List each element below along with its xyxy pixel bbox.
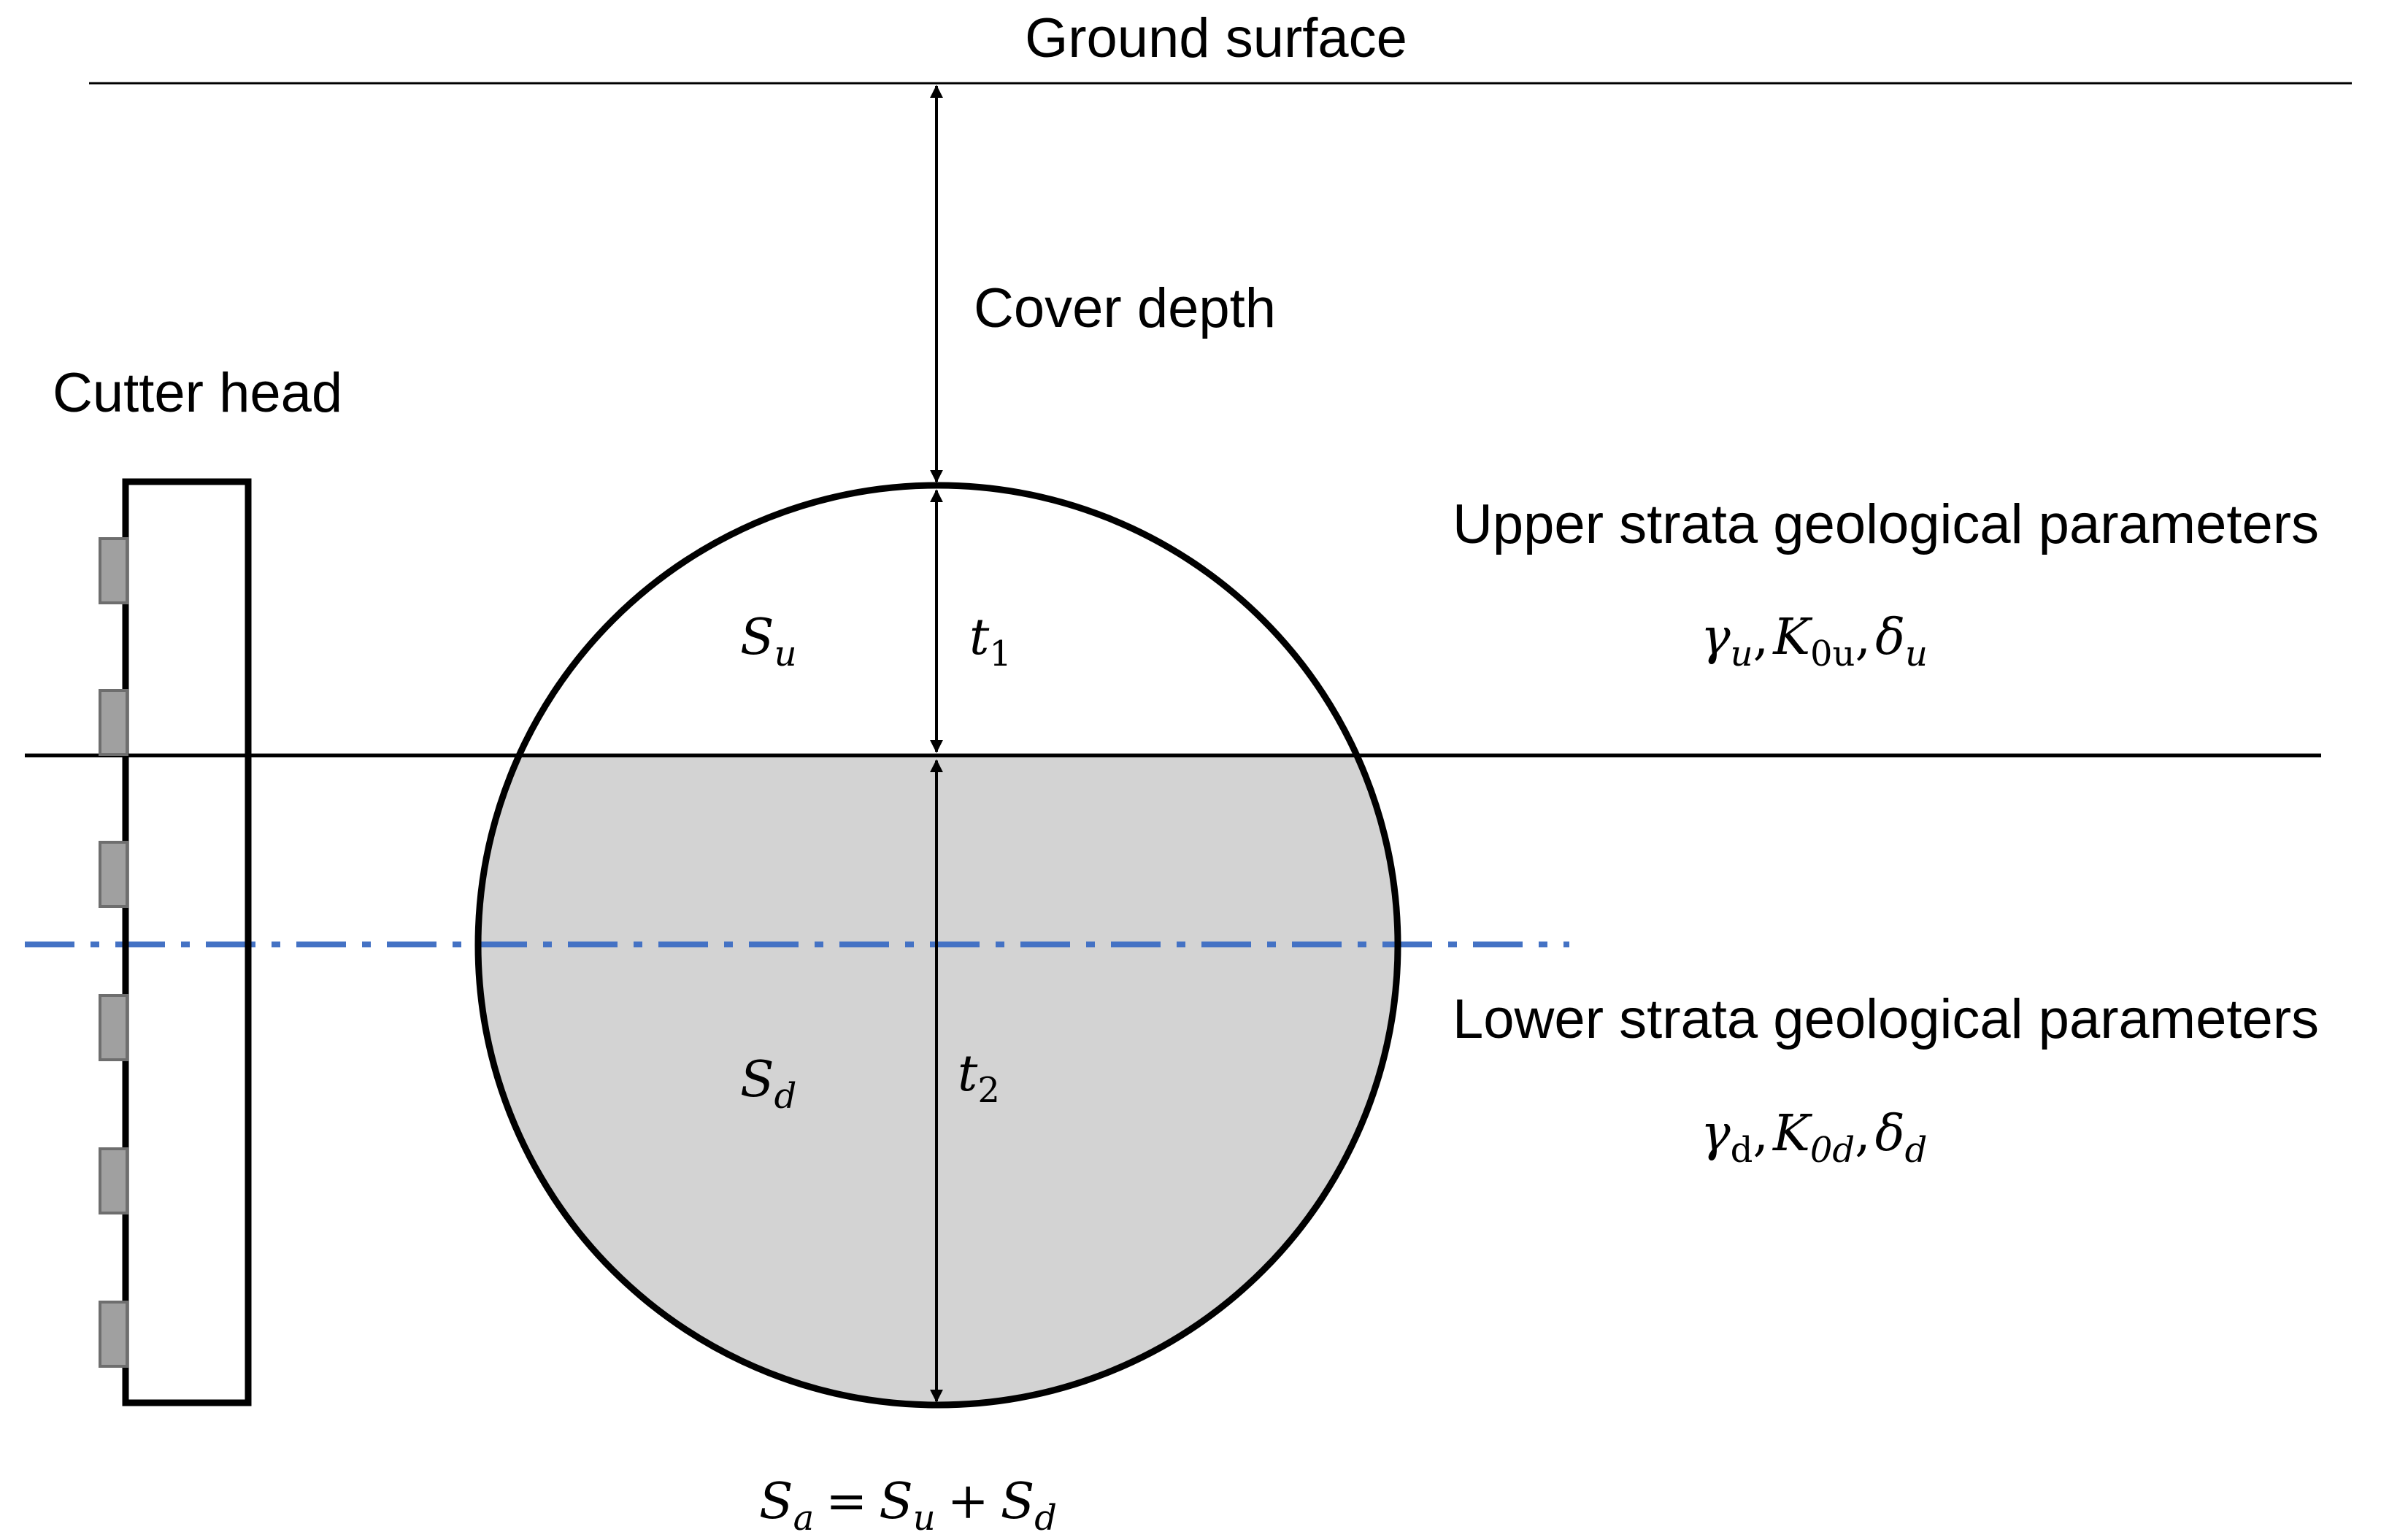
- upper-area-symbol: Su: [740, 609, 797, 674]
- tunnel-cross-section: [474, 482, 1401, 1409]
- cutter-tool-icon: [99, 994, 128, 1061]
- cover-depth-label: Cover depth: [974, 277, 1276, 339]
- lower-area-symbol: Sd: [740, 1051, 796, 1117]
- cutter-tool-icon: [99, 689, 128, 756]
- t1-symbol: t1: [969, 609, 1012, 674]
- cutter-head-body: [122, 478, 252, 1406]
- upper-strata-params: γu,K0u,δu: [1701, 609, 1928, 674]
- cutter-tool-icon: [99, 537, 128, 604]
- cutter-tool-icon: [99, 841, 128, 908]
- lower-strata-params: γd,K0d,δd: [1701, 1105, 1927, 1171]
- cutter-tools: [99, 537, 128, 1368]
- lower-strata-fill: [478, 755, 1398, 1405]
- upper-strata-label: Upper strata geological parameters: [1453, 493, 2319, 555]
- lower-strata-label: Lower strata geological parameters: [1453, 988, 2319, 1050]
- t2-symbol: t2: [958, 1045, 1000, 1111]
- total-area-formula: Sa=Su+Sd: [759, 1473, 1057, 1539]
- cutter-tool-icon: [99, 1147, 128, 1214]
- cutter-head-label: Cutter head: [53, 362, 342, 424]
- cutter-tool-icon: [99, 1301, 128, 1368]
- ground-surface-label: Ground surface: [1025, 7, 1407, 69]
